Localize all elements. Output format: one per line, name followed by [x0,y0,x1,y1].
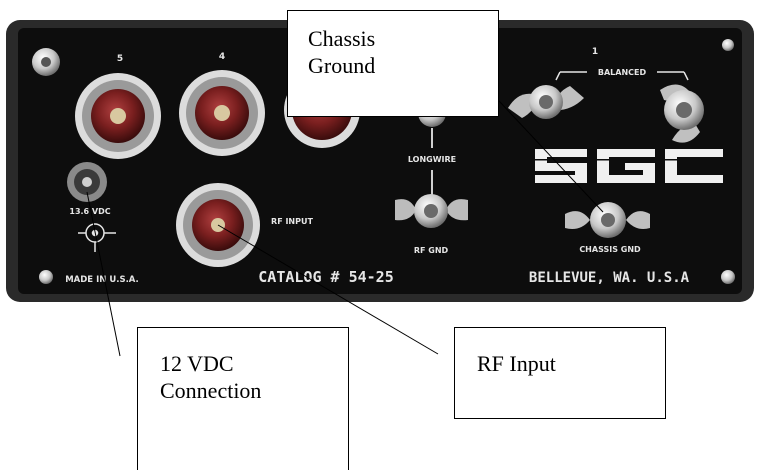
location-label: BELLEVUE, WA. U.S.A [529,270,690,286]
polarity-symbol [78,223,116,252]
antenna-jack-5 [75,73,161,159]
leader-rf-input [217,224,439,355]
catalog-label: CATALOG # 54-25 [258,268,393,286]
jack-number-5: 5 [117,54,123,64]
made-in-label: MADE IN U.S.A. [65,275,139,285]
callout-rf-input: RF Input [454,327,666,419]
chassis-gnd-label: CHASSIS GND [579,245,641,254]
callout-chassis-line-1: Chassis [308,26,376,51]
chassis-gnd-wingnut [565,202,650,238]
callout-dc-line-2: Connection [160,378,262,403]
callout-dc-line-1: 12 VDC [160,351,234,376]
longwire-label: LONGWIRE [408,155,456,164]
jack-number-1: 1 [592,47,598,57]
balanced-wingnut-left [508,85,584,119]
balanced-wingnut-right [660,84,704,143]
balanced-bracket [555,71,689,81]
vdc-label: 13.6 VDC [69,207,110,216]
callout-dc-connection: 12 VDC Connection [137,327,349,470]
rf-input-label: RF INPUT [271,217,313,226]
callout-chassis-ground: Chassis Ground [287,10,499,117]
panel-screws [32,39,735,284]
callout-chassis-line-2: Ground [308,53,376,78]
rf-gnd-label: RF GND [414,246,449,255]
jack-number-4: 4 [219,52,225,62]
balanced-label: BALANCED [598,68,647,77]
rf-gnd-wingnut [395,194,468,228]
dc-power-jack [67,162,107,202]
antenna-jack-4 [179,70,265,156]
leader-dc-connection [86,191,121,357]
callout-rf-line-1: RF Input [477,351,556,376]
